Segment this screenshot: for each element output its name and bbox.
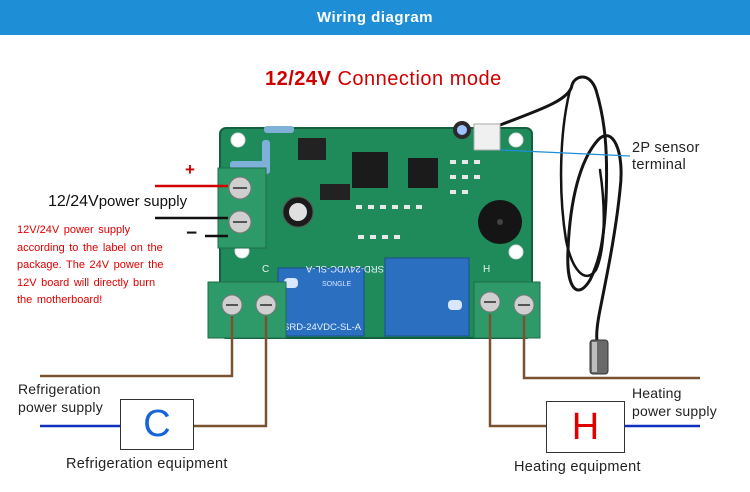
power-warning-note: 12V/24V power supply according to the la… bbox=[17, 224, 164, 306]
ic-chip bbox=[352, 152, 388, 188]
relay-model-right: SRD-24VDC-SL-A bbox=[305, 263, 384, 274]
connection-mode-title: 12/24V Connection mode bbox=[265, 68, 502, 91]
resistor bbox=[264, 126, 294, 133]
plus-sign: + bbox=[185, 160, 195, 179]
smd-components bbox=[356, 160, 480, 239]
refrigeration-wires bbox=[40, 316, 268, 428]
refrigeration-supply-line1: Refrigeration bbox=[18, 381, 101, 397]
resistor bbox=[230, 161, 266, 169]
sensor-terminal-label: 2P sensor terminal bbox=[632, 140, 700, 174]
heating-box-letter: H bbox=[571, 405, 600, 448]
terminal-block-right: H bbox=[473, 264, 541, 339]
refrigeration-equipment-label: Refrigeration equipment bbox=[66, 456, 228, 472]
terminal-right-label: H bbox=[483, 264, 490, 275]
terminal-left-label: C bbox=[262, 264, 269, 275]
header-bar: Wiring diagram bbox=[0, 0, 750, 35]
refrigeration-supply-line2: power supply bbox=[18, 399, 103, 415]
heating-supply-line2: power supply bbox=[632, 403, 717, 419]
refrigeration-box-letter: C bbox=[143, 403, 171, 445]
refrigeration-equipment-box: C bbox=[120, 399, 194, 450]
power-terminal-block bbox=[217, 167, 267, 249]
refrigeration-power-supply-label: Refrigeration power supply bbox=[18, 380, 103, 416]
sensor-label-line1: 2P sensor bbox=[632, 140, 700, 156]
buzzer-hole bbox=[497, 219, 503, 225]
mode-text: Connection mode bbox=[337, 68, 502, 90]
regulator bbox=[298, 138, 326, 160]
power-voltage: 12/24V bbox=[48, 193, 99, 210]
header-title: Wiring diagram bbox=[316, 9, 434, 26]
relay-brand: SONGLE bbox=[322, 281, 352, 288]
capacitor-top bbox=[289, 203, 307, 221]
relay-left: SONGLE SRD-24VDC-SL-A bbox=[277, 267, 365, 337]
mode-voltage: 12/24V bbox=[265, 68, 332, 90]
relay-model-left: SRD-24VDC-SL-A bbox=[283, 322, 362, 333]
ic-chip bbox=[408, 158, 438, 188]
heating-equipment-box: H bbox=[546, 401, 625, 453]
sensor-label-line2: terminal bbox=[632, 157, 686, 173]
sensor-cable bbox=[490, 75, 623, 347]
terminal-block-left: C bbox=[207, 264, 287, 339]
relay-right: SRD-24VDC-SL-A bbox=[305, 257, 470, 337]
mount-hole bbox=[508, 132, 524, 148]
minus-sign: − bbox=[186, 223, 198, 244]
heating-wires bbox=[488, 314, 700, 428]
power-supply-label: 12/24Vpower supply bbox=[48, 193, 187, 211]
resistor bbox=[262, 140, 270, 174]
capacitor-top bbox=[457, 125, 467, 135]
power-supply-text: power supply bbox=[98, 193, 188, 210]
heating-power-supply-label: Heating power supply bbox=[632, 384, 717, 420]
heating-supply-line1: Heating bbox=[632, 385, 682, 401]
mount-hole bbox=[230, 132, 246, 148]
component bbox=[320, 184, 350, 200]
sensor-connector bbox=[473, 123, 501, 151]
sensor-pointer-line bbox=[499, 149, 631, 157]
mount-hole bbox=[508, 244, 524, 260]
heating-equipment-label: Heating equipment bbox=[514, 459, 641, 475]
probe-shine bbox=[592, 342, 597, 372]
